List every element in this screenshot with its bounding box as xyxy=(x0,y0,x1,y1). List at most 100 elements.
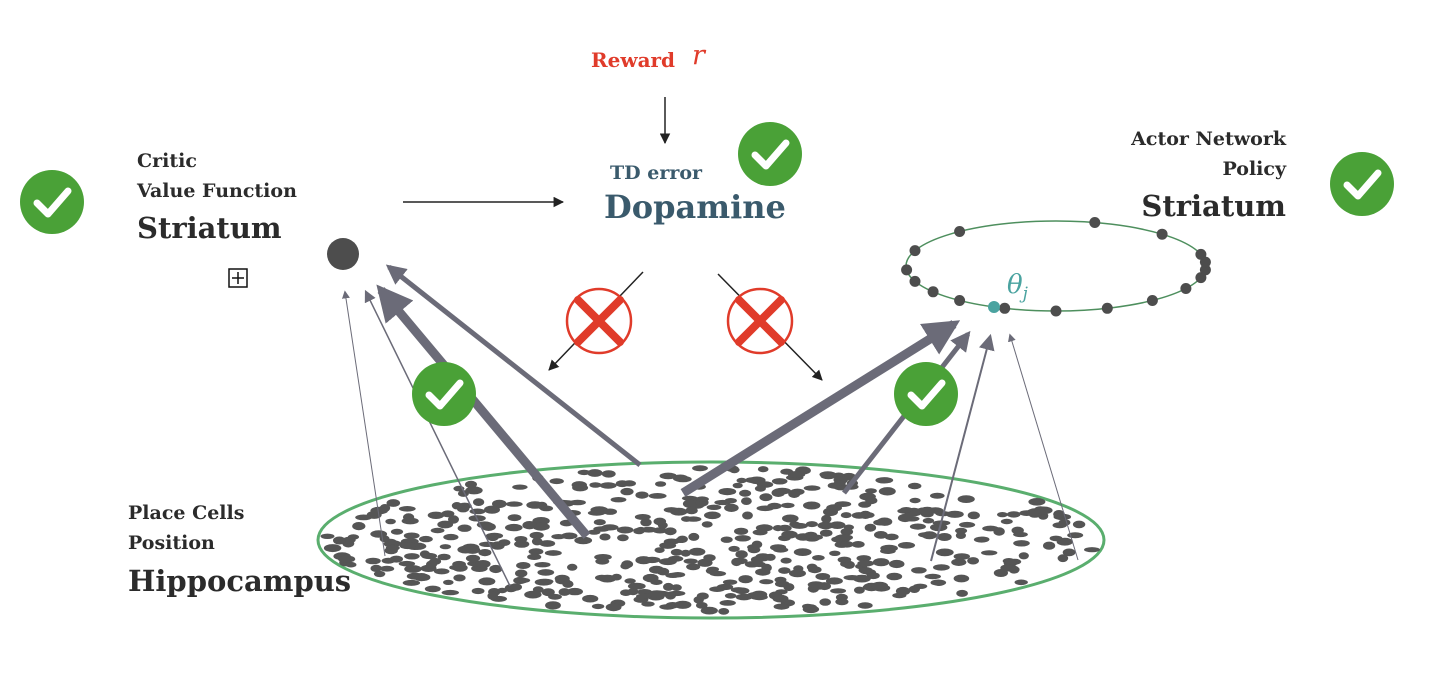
place-cell xyxy=(750,556,764,564)
place-cell xyxy=(577,469,591,476)
place-cell xyxy=(734,527,749,535)
weight-arrow-critic-1 xyxy=(342,290,386,557)
place-cell xyxy=(957,495,975,503)
actor-neuron xyxy=(1195,248,1207,260)
place-cell xyxy=(853,574,871,583)
place-cell xyxy=(498,539,511,546)
place-cell xyxy=(670,548,683,556)
place-cell xyxy=(1000,518,1013,525)
place-cell xyxy=(863,512,875,518)
place-cell xyxy=(465,480,477,488)
place-cell xyxy=(398,506,416,512)
place-cell xyxy=(653,517,667,526)
place-cell xyxy=(825,577,843,585)
place-cell xyxy=(884,533,899,541)
place-cell xyxy=(833,480,846,487)
place-cell xyxy=(640,518,652,527)
place-cell xyxy=(345,561,357,568)
place-cell xyxy=(788,489,801,498)
place-cell xyxy=(549,478,564,485)
place-cell xyxy=(706,566,720,573)
place-cell xyxy=(871,581,888,590)
place-cell xyxy=(897,542,916,549)
place-cell xyxy=(685,506,698,515)
place-cell xyxy=(701,521,713,528)
place-cells-label: Place Cells xyxy=(128,502,245,524)
actor-neuron xyxy=(909,245,921,257)
place-cell xyxy=(933,564,950,571)
place-cell xyxy=(834,501,852,507)
place-cell xyxy=(858,567,873,574)
place-cell xyxy=(967,511,980,520)
plus-box-icon[interactable] xyxy=(228,268,248,288)
place-cell xyxy=(1014,579,1028,586)
actor-neurons xyxy=(901,217,1211,317)
place-cell xyxy=(856,555,872,562)
place-cell xyxy=(953,553,970,560)
place-cell xyxy=(807,581,825,588)
place-cell xyxy=(754,485,766,492)
place-cell xyxy=(805,521,818,528)
place-cell xyxy=(381,557,395,564)
place-cell xyxy=(930,492,945,499)
place-cell xyxy=(956,589,968,597)
theta-symbol: θ xyxy=(1007,270,1023,300)
place-cell xyxy=(880,548,896,554)
place-cell xyxy=(589,482,602,488)
place-cell xyxy=(876,517,893,526)
place-cell xyxy=(874,531,888,539)
place-cell xyxy=(695,496,709,502)
place-cell xyxy=(448,515,459,524)
place-cell xyxy=(851,512,867,519)
place-cell xyxy=(433,568,450,575)
place-cell xyxy=(333,536,346,545)
place-cell xyxy=(437,553,451,561)
place-cell xyxy=(759,493,773,502)
place-cell xyxy=(872,558,890,567)
place-cell xyxy=(652,527,668,534)
place-cell xyxy=(402,579,421,586)
place-cell xyxy=(919,506,935,515)
place-cell xyxy=(782,514,799,523)
place-cell xyxy=(787,471,806,478)
place-cell xyxy=(951,558,967,566)
place-cell xyxy=(911,567,927,574)
position-label: Position xyxy=(128,532,215,554)
place-cell xyxy=(671,584,682,591)
place-cell xyxy=(959,521,976,528)
place-cell xyxy=(780,557,792,564)
place-cell xyxy=(724,498,737,504)
place-cell xyxy=(403,513,415,522)
place-cell xyxy=(674,600,692,609)
place-cell xyxy=(745,477,759,483)
weight-arrow-critic-4 xyxy=(385,264,642,467)
place-cell xyxy=(672,474,689,482)
reward-symbol: r xyxy=(692,40,705,71)
place-cell xyxy=(529,531,544,539)
place-cell xyxy=(634,514,651,520)
place-cell xyxy=(895,586,911,596)
place-cell xyxy=(781,502,795,509)
place-cell xyxy=(888,559,905,569)
place-cell xyxy=(812,555,825,561)
place-cell xyxy=(953,574,970,583)
place-cell xyxy=(875,477,894,484)
place-cell xyxy=(594,554,612,561)
place-cell xyxy=(599,482,617,489)
place-cell xyxy=(465,486,483,495)
place-cell xyxy=(817,521,834,530)
place-cell xyxy=(997,511,1008,518)
place-cell xyxy=(742,511,753,520)
actor-neuron xyxy=(1146,295,1158,306)
place-cell xyxy=(773,603,790,610)
place-cell xyxy=(561,532,578,540)
place-cell xyxy=(659,542,677,549)
place-cell xyxy=(1062,548,1076,557)
place-cell xyxy=(512,484,528,490)
place-cell xyxy=(736,477,747,484)
place-cell xyxy=(909,523,926,530)
place-cell xyxy=(515,569,528,578)
place-cell xyxy=(709,586,725,592)
place-cell xyxy=(843,524,855,531)
critic-label: Critic xyxy=(137,150,197,172)
